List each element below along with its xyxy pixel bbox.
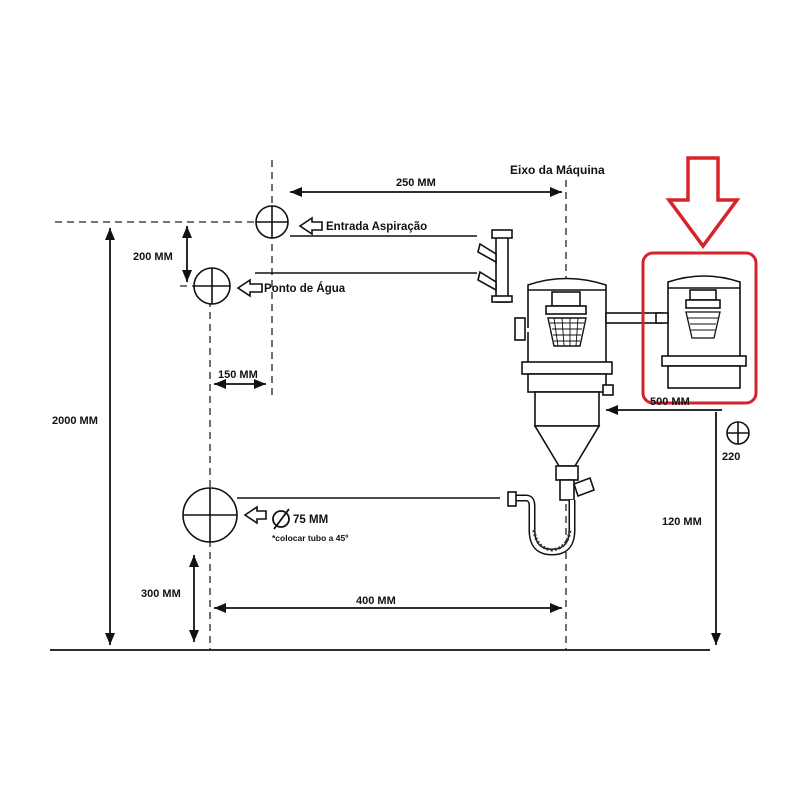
vacuum-machine — [498, 277, 663, 481]
dim-500-label: 500 MM — [650, 396, 690, 408]
dim-200-label: 200 MM — [133, 251, 173, 263]
arrow-down-icon — [665, 156, 741, 249]
arrow-left-icon — [298, 216, 323, 236]
diameter-icon — [272, 508, 290, 530]
dim-500 — [606, 405, 722, 415]
dim-400-label: 400 MM — [356, 595, 396, 607]
dim-250-label: 250 MM — [396, 177, 436, 189]
highlighted-unit — [641, 251, 758, 405]
dim-400 — [214, 603, 562, 613]
electrical-outlet-icon — [726, 421, 750, 445]
drain-point — [182, 487, 500, 543]
dim-300 — [189, 555, 199, 642]
machine-axis-label: Eixo da Máquina — [510, 163, 605, 177]
diameter-label: 75 MM — [293, 514, 328, 526]
arrow-left-icon — [243, 505, 267, 525]
voltage-label: 220 — [722, 451, 740, 463]
arrow-left-icon — [236, 278, 263, 298]
dim-2000 — [105, 228, 115, 645]
suction-inlet-point — [255, 205, 289, 239]
dim-300-label: 300 MM — [141, 588, 181, 600]
suction-inlet-label: Entrada Aspiração — [326, 221, 427, 233]
drain-trap — [507, 476, 596, 556]
water-point — [193, 267, 231, 305]
dim-250 — [290, 187, 562, 197]
dim-150 — [214, 379, 266, 389]
dim-150-label: 150 MM — [218, 369, 258, 381]
water-point-label: Ponto de Água — [264, 282, 346, 295]
dim-120 — [711, 412, 721, 645]
suction-pipe-fitting — [477, 229, 513, 303]
dim-120-label: 120 MM — [662, 516, 702, 528]
pipe-note: *colocar tubo a 45º — [272, 533, 348, 543]
dim-200 — [182, 226, 192, 282]
dim-2000-label: 2000 MM — [52, 415, 98, 427]
